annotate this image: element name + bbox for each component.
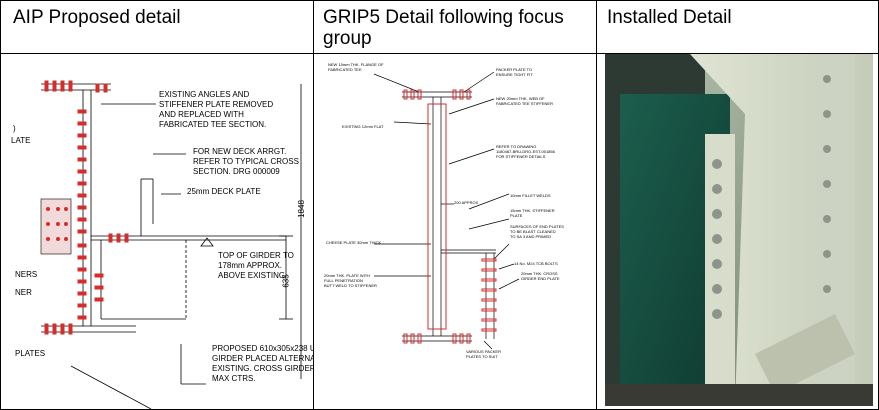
- installed-photo-illustration: [605, 54, 873, 406]
- note-end-plate-surfaces: SURFACES OF END PLATES TO BE BLAST CLEAN…: [510, 224, 564, 239]
- header-installed-detail: Installed Detail: [607, 7, 732, 28]
- note-cheese-plate: CHEESE PLATE 30mm THICK: [326, 240, 382, 245]
- note-20mm-plate: 20mm THK. PLATE WITH FULL PENETRATION BU…: [324, 273, 377, 288]
- label-fragment-paren: ): [13, 124, 16, 133]
- column-divider: [313, 1, 314, 409]
- note-new-flange: NEW 15mm THK. FLANGE OF FABRICATED TEE: [328, 62, 384, 72]
- grip5-drawing-lines: [373, 71, 520, 350]
- label-fragment-ner: NER: [15, 288, 32, 297]
- note-new-web: NEW 20mm THK. WEB OF FABRICATED TEE STIF…: [496, 96, 553, 106]
- aip-drawing: EXISTING ANGLES AND STIFFENER PLATE REMO…: [1, 54, 313, 409]
- installed-detail-photo: [605, 54, 873, 406]
- label-fragment-plates: PLATES: [15, 349, 46, 358]
- column-divider: [596, 1, 597, 409]
- note-top-of-girder: TOP OF GIRDER TO 178mm APPROX. ABOVE EXI…: [218, 251, 294, 280]
- header-grip5-detail: GRIP5 Detail following focus group: [323, 7, 564, 49]
- header-aip-proposed-detail: AIP Proposed detail: [13, 7, 181, 28]
- note-200-approx: 200 APPROX: [454, 200, 479, 205]
- note-deck-plate: 25mm DECK PLATE: [187, 187, 261, 196]
- note-packer-plate: PACKER PLATE TO ENSURE TIGHT FIT: [496, 67, 533, 77]
- label-fragment-ners: NERS: [15, 270, 38, 279]
- note-proposed-girder: PROPOSED 610x305x238 U GIRDER PLACED ALT…: [212, 344, 313, 383]
- dimension-1848: 1848: [296, 200, 306, 218]
- header-row: [1, 1, 878, 54]
- grip5-drawing: NEW 15mm THK. FLANGE OF FABRICATED TEE P…: [314, 54, 596, 409]
- note-new-deck: FOR NEW DECK ARRGT. REFER TO TYPICAL CRO…: [193, 147, 299, 176]
- dimension-635: 635: [281, 274, 291, 288]
- aip-drawing-lines: [40, 80, 302, 409]
- note-existing-flat: EXISTING 12mm FLAT: [342, 124, 384, 129]
- note-existing-angles: EXISTING ANGLES AND STIFFENER PLATE REMO…: [159, 90, 274, 129]
- note-fillet-welds: 10mm FILLET WELDS: [510, 193, 551, 198]
- note-refer-drawing: REFER TO DRAWING 1180467-BRU-DRG-EST-001…: [496, 144, 555, 159]
- note-stiffener-plate: 15mm THK. STIFFENER PLATE: [510, 208, 555, 218]
- note-cross-girder-end-plate: 20mm THK. CROSS GIRDER END PLATE: [521, 271, 560, 281]
- note-packer-plates: VARIOUS PACKER PLATES TO SUIT: [466, 349, 501, 359]
- label-fragment-late: LATE: [11, 136, 31, 145]
- note-tcb-bolts: 14 No. M24 TCB BOLTS: [514, 261, 558, 266]
